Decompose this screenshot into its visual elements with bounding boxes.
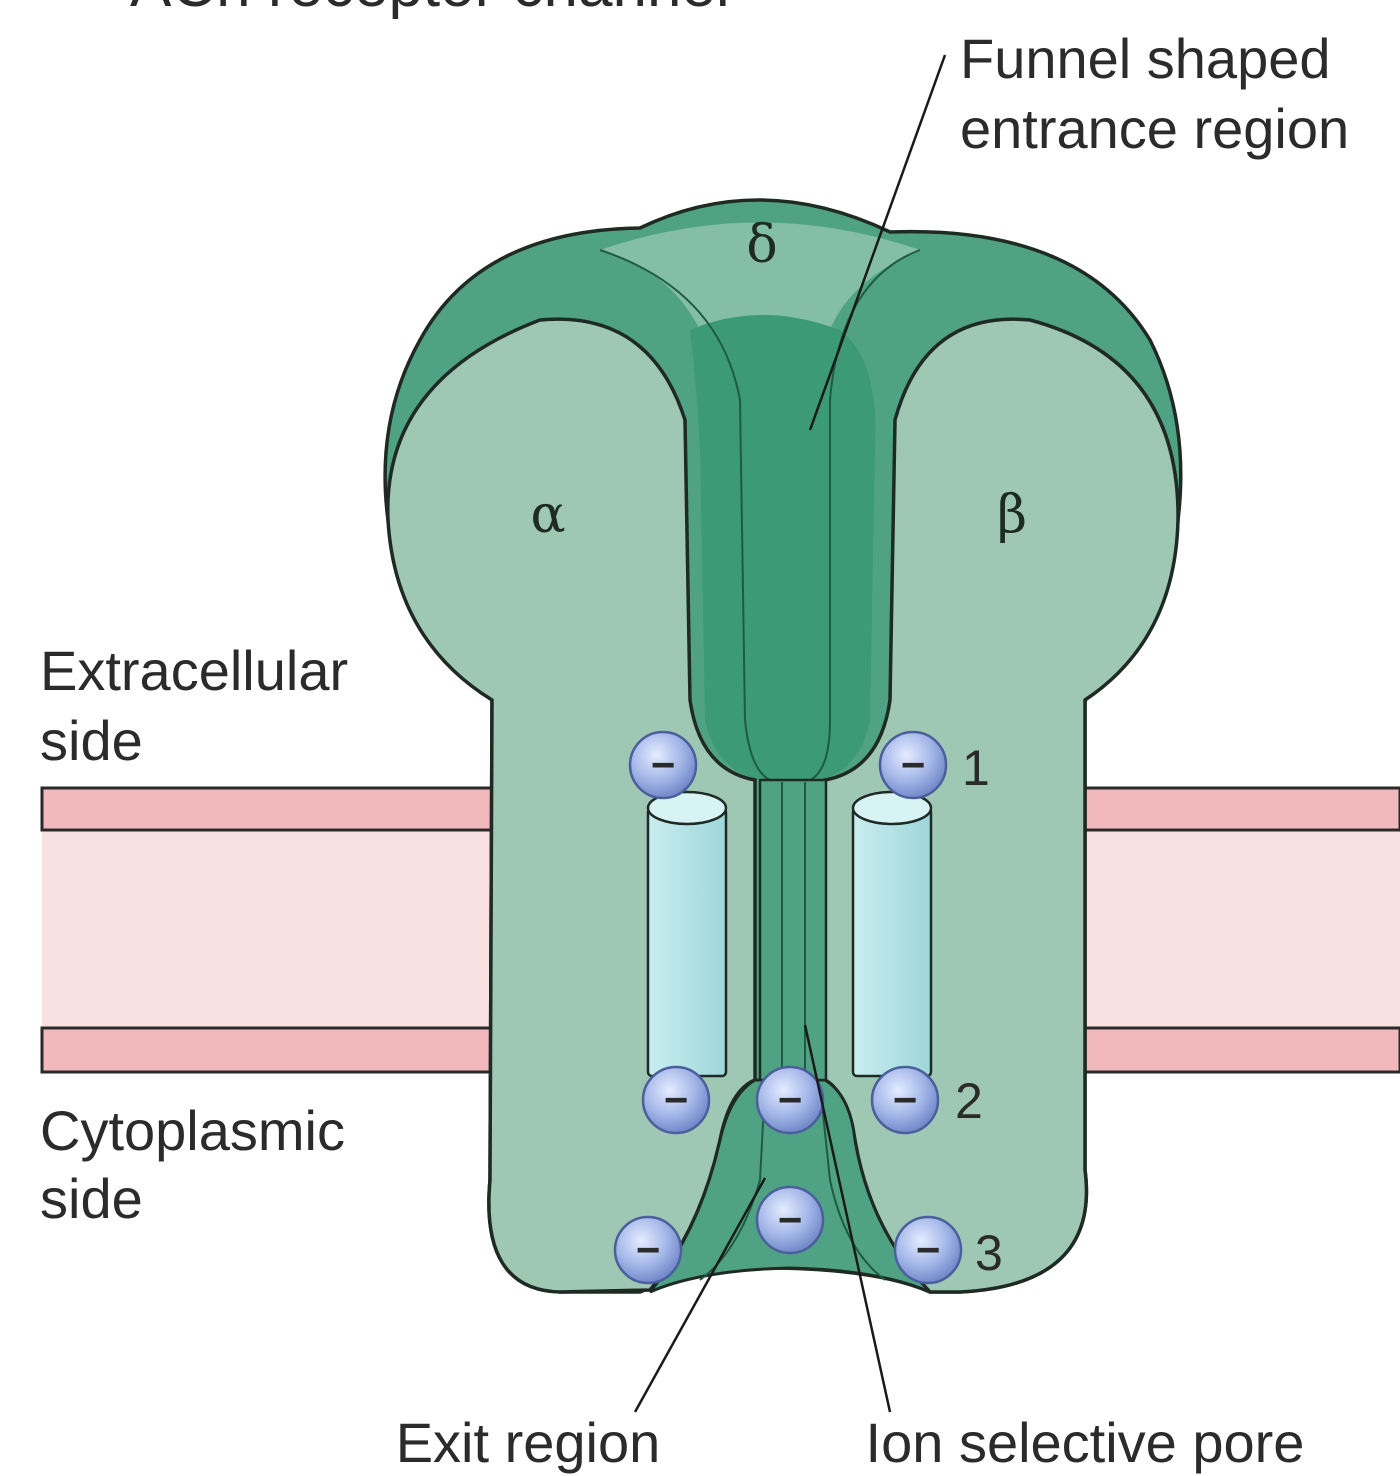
ring-number-2: 2 — [955, 1073, 983, 1129]
funnel-label-line2: entrance region — [960, 97, 1349, 160]
extracellular-label-line1: Extracellular — [40, 639, 348, 702]
charge-ring3-right: − — [895, 1217, 961, 1283]
helix-right — [853, 792, 931, 1076]
exit-region-label: Exit region — [396, 1411, 661, 1474]
charge-ring2-center: − — [757, 1067, 823, 1133]
beta-label: β — [997, 485, 1027, 545]
alpha-label: α — [530, 485, 565, 545]
svg-text:−: − — [901, 741, 926, 788]
charge-ring1-left: − — [630, 732, 696, 798]
svg-text:−: − — [778, 1196, 803, 1243]
svg-text:−: − — [916, 1226, 941, 1273]
cytoplasmic-label-line1: Cytoplasmic — [40, 1099, 345, 1162]
delta-label: δ — [746, 215, 777, 275]
funnel-label-line1: Funnel shaped — [960, 27, 1331, 90]
charge-ring2-left: − — [643, 1067, 709, 1133]
helix-left — [648, 792, 726, 1076]
ring-number-3: 3 — [975, 1225, 1003, 1281]
svg-text:−: − — [893, 1076, 918, 1123]
svg-text:−: − — [651, 741, 676, 788]
figure-title: ACh receptor channel — [130, 0, 730, 20]
ion-pore-label: Ion selective pore — [866, 1411, 1305, 1474]
svg-text:−: − — [778, 1076, 803, 1123]
charge-ring2-right: − — [872, 1067, 938, 1133]
svg-text:−: − — [664, 1076, 689, 1123]
ring-number-1: 1 — [962, 740, 990, 796]
svg-text:−: − — [636, 1226, 661, 1273]
cytoplasmic-label-line2: side — [40, 1167, 143, 1230]
funnel-entrance — [690, 315, 876, 780]
charge-ring3-left: − — [615, 1217, 681, 1283]
extracellular-label-line2: side — [40, 709, 143, 772]
ion-pore — [760, 780, 826, 1080]
charge-ring1-right: − — [880, 732, 946, 798]
charge-ring3-center: − — [757, 1187, 823, 1253]
